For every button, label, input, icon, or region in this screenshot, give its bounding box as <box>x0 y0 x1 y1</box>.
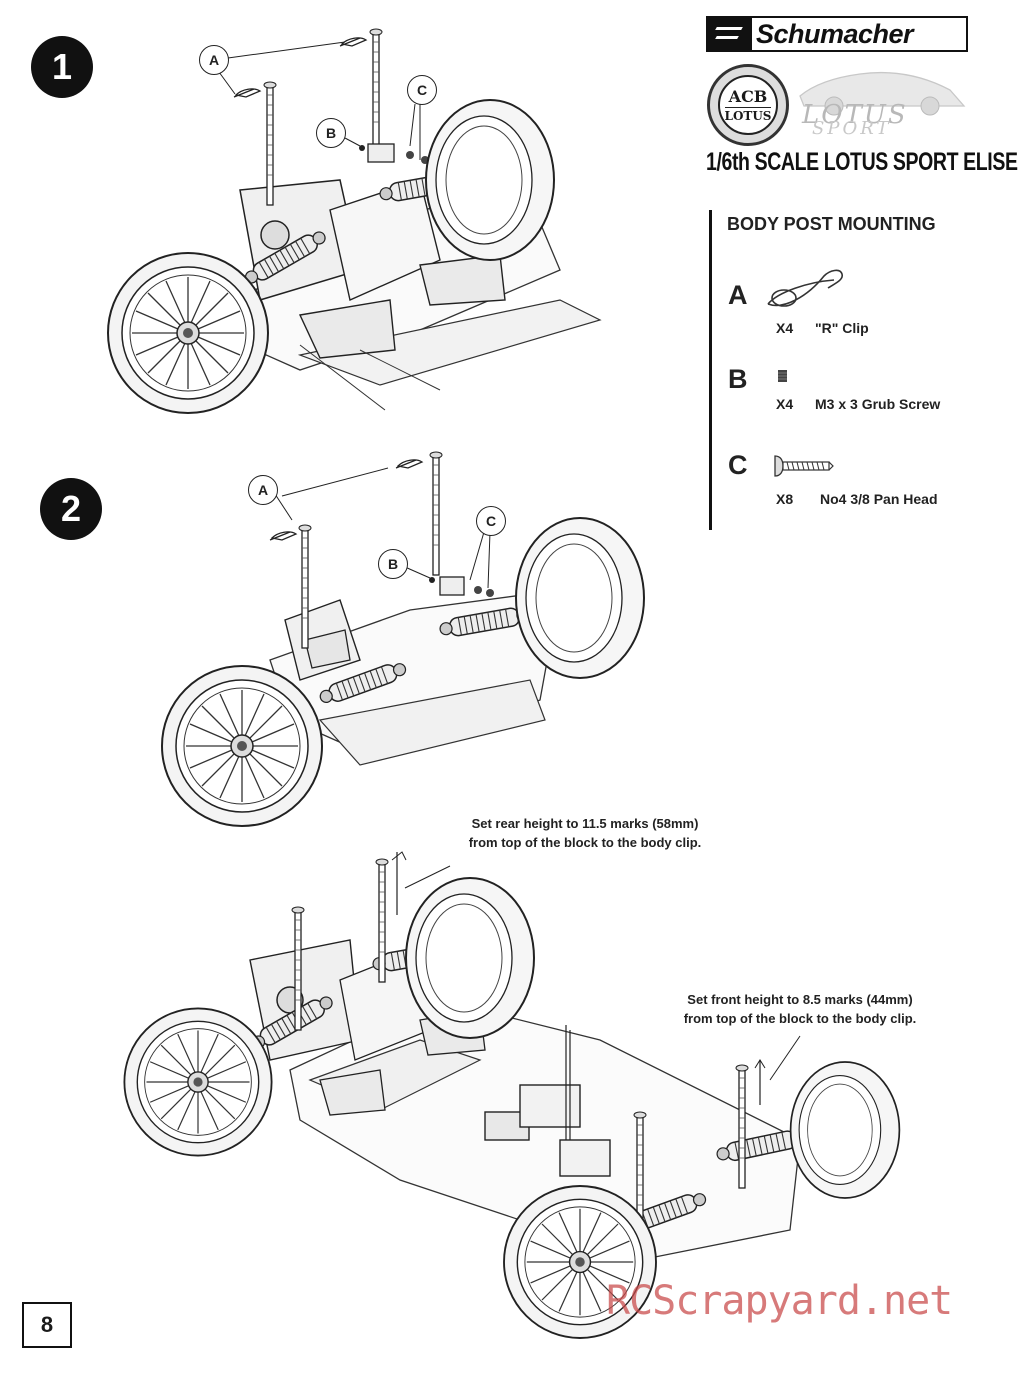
step-2-badge: 2 <box>40 478 102 540</box>
lotus-badge: ACB LOTUS <box>707 64 789 146</box>
step3-drawing <box>123 851 901 1339</box>
product-title: 1/6th SCALE LOTUS SPORT ELISE <box>706 148 1018 176</box>
lotus-sport-logo-word: LOTUS <box>802 100 908 130</box>
part-c-letter: C <box>728 450 748 480</box>
rear-height-note-line1: Set rear height to 11.5 marks (58mm) <box>471 816 699 831</box>
step2-callout-b: B <box>378 549 408 579</box>
schumacher-stripe-icon <box>708 18 752 50</box>
schumacher-logo: Schumacher <box>706 16 968 52</box>
front-height-note-line1: Set front height to 8.5 marks (44mm) <box>687 992 913 1007</box>
step-1-number: 1 <box>51 46 73 87</box>
parts-panel-divider <box>709 210 712 530</box>
front-height-note: Set front height to 8.5 marks (44mm) fro… <box>660 990 940 1028</box>
part-b-qty: X4 <box>776 396 794 412</box>
part-b-letter: B <box>728 364 748 394</box>
page-number: 8 <box>22 1302 72 1348</box>
step-2-number: 2 <box>60 488 82 529</box>
step2-drawing <box>161 451 645 827</box>
part-a-desc: "R" Clip <box>815 320 869 336</box>
part-c-desc: No4 3/8 Pan Head <box>820 491 938 507</box>
pan-head-screw-icon <box>774 455 834 477</box>
grub-screw-icon <box>778 370 787 382</box>
brand-name: Schumacher <box>756 18 914 49</box>
watermark: RCScrapyard.net <box>606 1278 953 1324</box>
lotus-sport-logo-sub: SPORT <box>812 118 892 139</box>
parts-panel-title: BODY POST MOUNTING <box>727 214 936 234</box>
part-b-desc: M3 x 3 Grub Screw <box>815 396 941 412</box>
step2-callout-c: C <box>476 506 506 536</box>
step-1-badge: 1 <box>31 36 93 98</box>
step1-callout-a: A <box>199 45 229 75</box>
front-height-note-line2: from top of the block to the body clip. <box>683 1011 917 1026</box>
part-a-qty: X4 <box>776 320 794 336</box>
rear-height-note-line2: from top of the block to the body clip. <box>468 835 702 850</box>
part-a-letter: A <box>728 280 748 310</box>
lotus-badge-word: LOTUS <box>724 106 772 123</box>
r-clip-icon <box>767 269 844 307</box>
step1-callout-b: B <box>316 118 346 148</box>
part-c-qty: X8 <box>776 491 794 507</box>
rear-height-note: Set rear height to 11.5 marks (58mm) fro… <box>440 814 730 852</box>
lotus-car-silhouette <box>799 71 966 116</box>
step2-callout-a: A <box>248 475 278 505</box>
step1-callout-c: C <box>407 75 437 105</box>
step1-drawing <box>107 28 602 414</box>
lotus-monogram: ACB <box>728 86 768 106</box>
